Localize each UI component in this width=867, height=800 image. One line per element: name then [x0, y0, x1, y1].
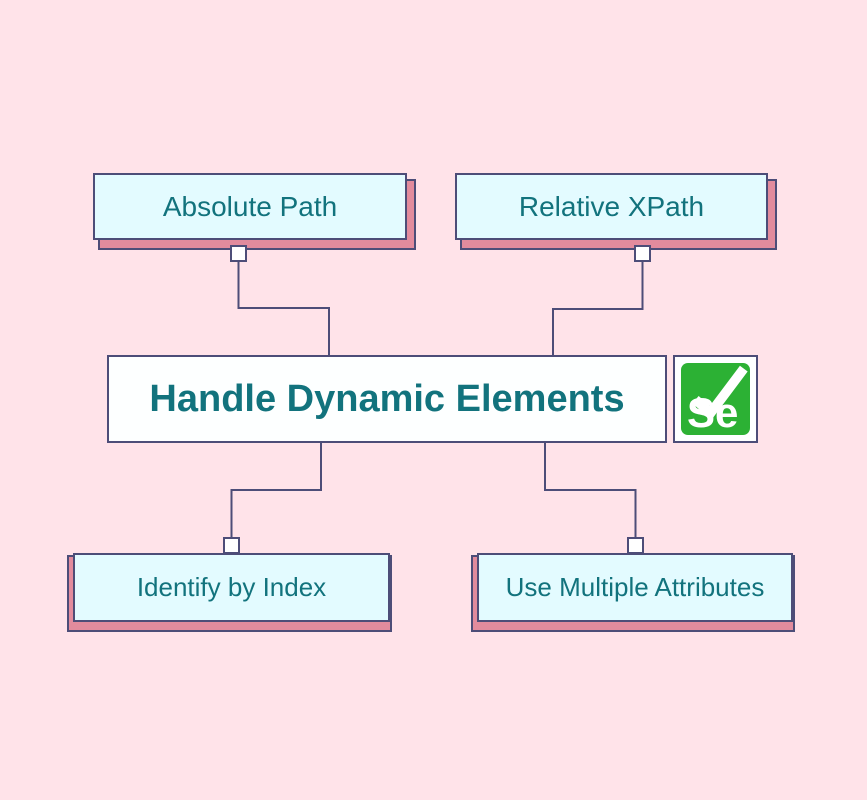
connector-anchor-absolute	[230, 245, 247, 262]
connector-absolute-to-center	[237, 262, 330, 357]
node-absolute-path-label: Absolute Path	[162, 190, 338, 222]
selenium-logo: Se	[681, 363, 750, 435]
node-identify-by-index-label: Identify by Index	[136, 572, 327, 602]
selenium-logo-box: Se	[673, 355, 758, 443]
connector-center-to-index	[230, 441, 322, 539]
node-absolute-path: Absolute Path	[93, 173, 407, 240]
node-identify-by-index: Identify by Index	[73, 553, 390, 622]
connector-center-to-attributes	[544, 441, 637, 539]
node-relative-xpath: Relative XPath	[455, 173, 768, 240]
node-handle-dynamic-elements: Handle Dynamic Elements	[107, 355, 667, 443]
selenium-logo-text: Se	[687, 388, 739, 436]
connector-anchor-attributes	[627, 537, 644, 554]
selenium-check-icon	[692, 365, 748, 420]
node-center-label: Handle Dynamic Elements	[149, 377, 625, 420]
node-use-multiple-attributes: Use Multiple Attributes	[477, 553, 793, 622]
connector-relative-to-center	[552, 262, 644, 357]
node-relative-xpath-label: Relative XPath	[518, 190, 705, 222]
node-use-multiple-attributes-label: Use Multiple Attributes	[505, 572, 765, 602]
connector-anchor-relative	[634, 245, 651, 262]
connector-anchor-index	[223, 537, 240, 554]
